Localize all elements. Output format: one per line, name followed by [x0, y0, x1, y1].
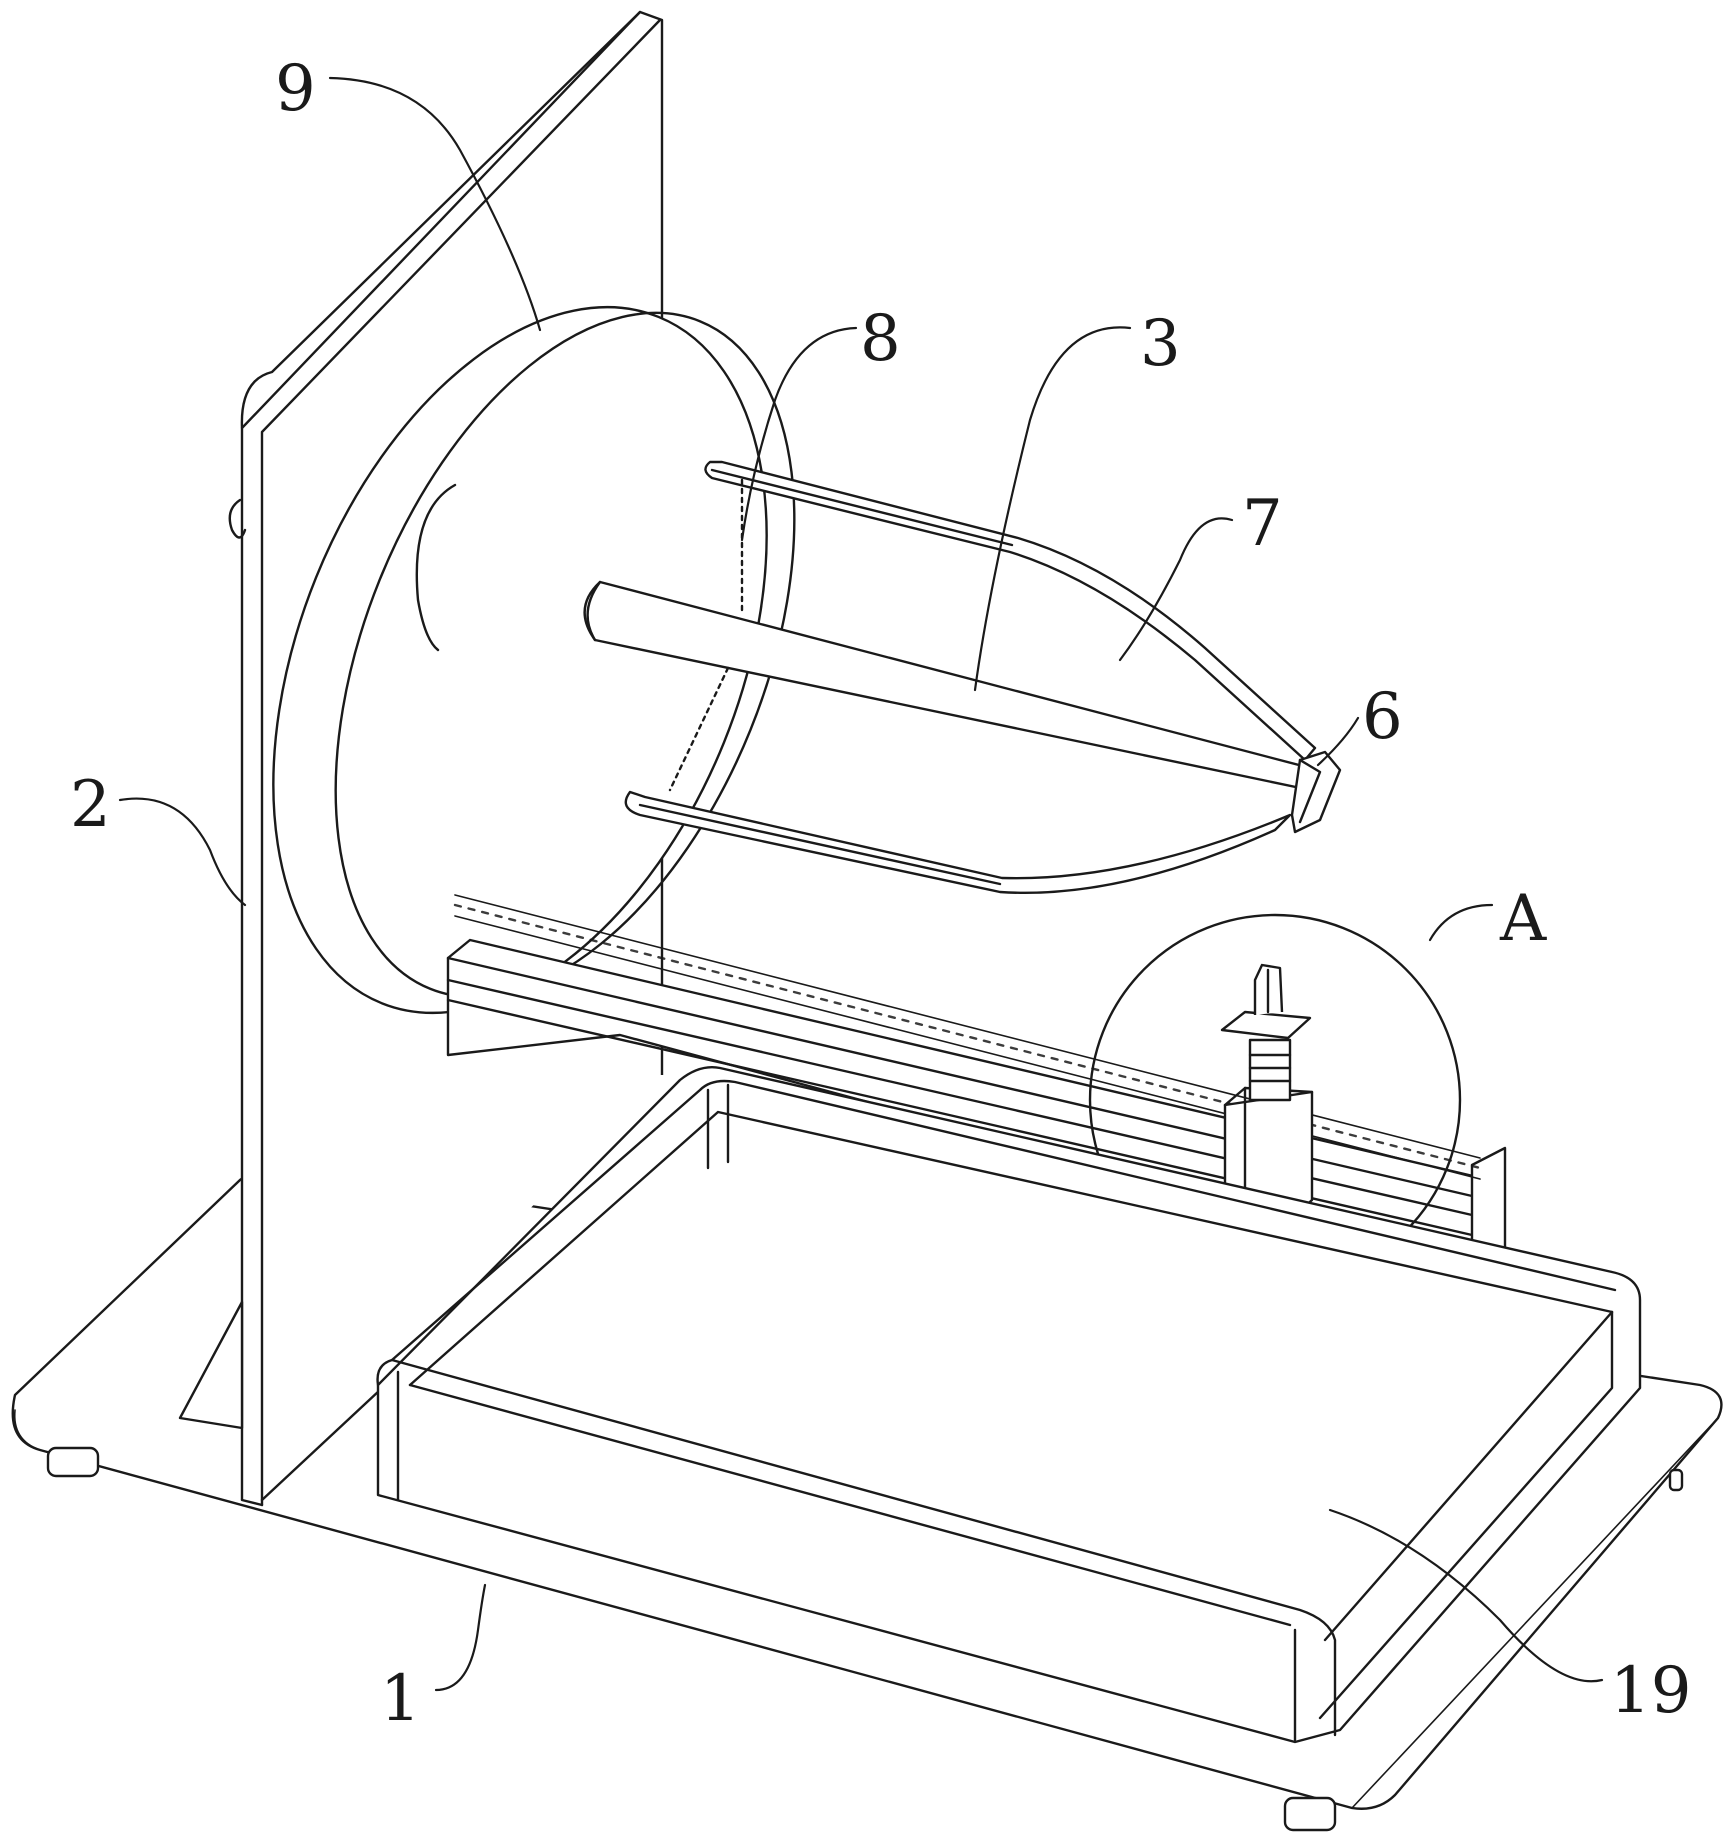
- clamp-arms: [624, 460, 1342, 895]
- label-3: 3: [1140, 307, 1181, 381]
- label-9: 9: [275, 52, 316, 126]
- label-a: A: [1499, 882, 1547, 956]
- disc: [272, 305, 796, 1015]
- label-7: 7: [1242, 487, 1283, 561]
- springs: [668, 478, 744, 792]
- label-19: 19: [1610, 1654, 1691, 1728]
- leader-lines: [118, 76, 1604, 1692]
- label-2: 2: [70, 768, 111, 842]
- label-1: 1: [380, 1662, 421, 1736]
- shaft: [583, 580, 1320, 792]
- slider-block: [1220, 963, 1314, 1222]
- label-6: 6: [1362, 680, 1403, 754]
- label-8: 8: [860, 302, 901, 376]
- tray: [376, 1066, 1642, 1744]
- reference-numerals: 9 8 3 7 6 2 A 1 19: [70, 52, 1691, 1736]
